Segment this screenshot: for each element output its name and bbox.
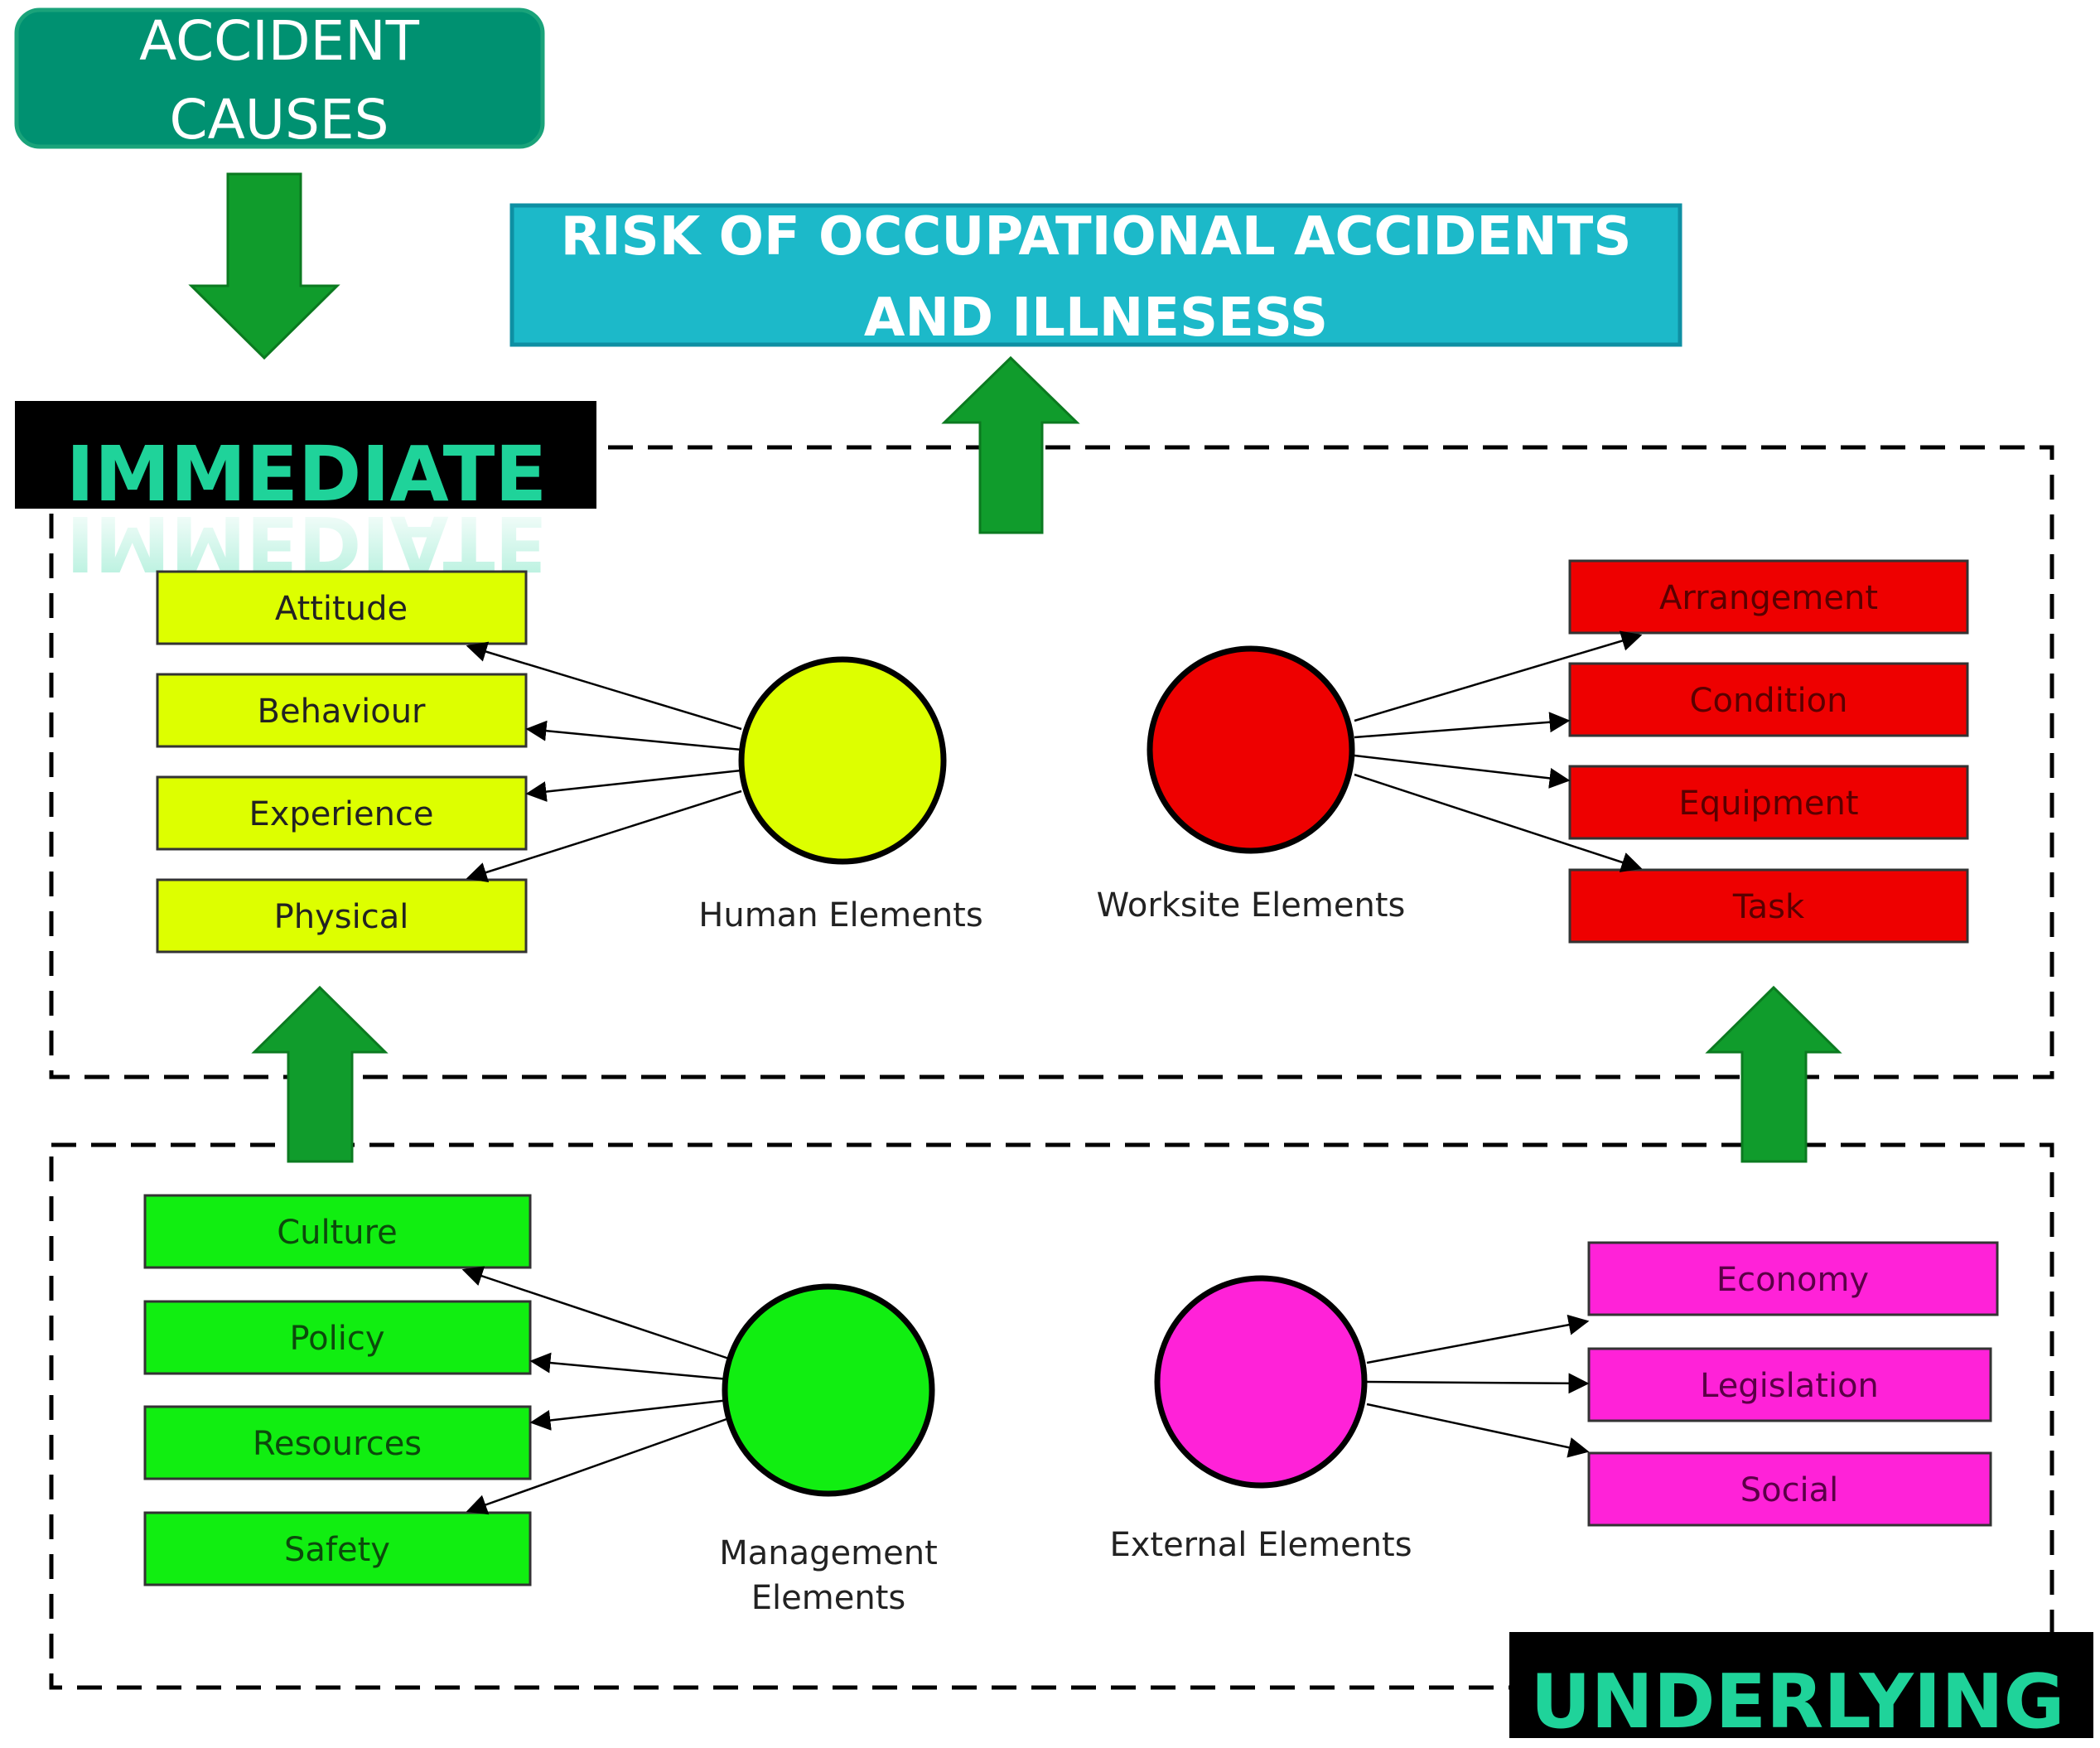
human-item-box-physical <box>156 878 528 954</box>
external-item-box-legislation <box>1587 1347 1992 1422</box>
human-caption: Human Elements <box>698 896 982 934</box>
management-item-box-safety <box>143 1511 532 1586</box>
worksite-elements-node <box>1147 645 1355 854</box>
human-item-label: Attitude <box>275 590 408 628</box>
immediate-region <box>49 445 2054 1079</box>
management-connector <box>529 1352 730 1381</box>
external-elements-node <box>1154 1275 1368 1489</box>
management-item-box-policy <box>143 1300 532 1375</box>
human-connector <box>466 789 742 883</box>
human-item-label: Physical <box>274 898 409 936</box>
immediate-label: IMMEDIATE IMMEDIATE <box>15 401 596 587</box>
worksite-item-label: Task <box>1732 888 1805 926</box>
worksite-connector <box>1354 773 1643 872</box>
underlying-text: UNDERLYING <box>1530 1659 2064 1746</box>
human-item-label: Behaviour <box>258 693 427 731</box>
management-item-box-culture <box>143 1194 532 1269</box>
worksite-connector <box>1354 754 1571 789</box>
human-connector <box>525 720 742 751</box>
management-item-label: Culture <box>277 1214 398 1252</box>
worksite-item-box-condition <box>1568 662 1969 737</box>
external-connector <box>1366 1403 1590 1458</box>
up-arrow-left <box>251 985 389 1163</box>
external-item-label: Legislation <box>1700 1367 1879 1405</box>
management-elements-group: Culture Policy Resources Safety Manageme… <box>143 1194 938 1617</box>
external-connector <box>1366 1373 1590 1394</box>
worksite-item-box-arrangement <box>1568 559 1969 635</box>
down-arrow <box>188 172 340 360</box>
human-item-box-attitude <box>156 570 528 645</box>
human-elements-node <box>738 656 947 865</box>
immediate-text: IMMEDIATE <box>66 430 547 519</box>
worksite-item-box-equipment <box>1568 765 1969 840</box>
external-item-box-social <box>1587 1451 1992 1527</box>
human-connector <box>525 769 742 802</box>
header-line-2: CAUSES <box>169 88 389 152</box>
management-elements-node <box>722 1283 935 1497</box>
worksite-connector <box>1354 712 1571 739</box>
management-connector <box>529 1398 730 1431</box>
management-connector <box>461 1266 730 1360</box>
management-item-label: Policy <box>289 1320 384 1358</box>
up-arrow-right <box>1705 985 1842 1163</box>
underlying-region <box>49 1142 2054 1690</box>
management-connector <box>466 1417 730 1515</box>
management-item-box-resources <box>143 1405 532 1480</box>
underlying-label: UNDERLYING <box>1509 1632 2093 1746</box>
risk-box: RISK OF OCCUPATIONAL ACCIDENTS AND ILLNE… <box>509 203 1682 349</box>
human-item-label: Experience <box>249 795 433 833</box>
header-line-1: ACCIDENT <box>139 9 420 73</box>
management-item-label: Safety <box>284 1531 390 1569</box>
human-item-box-behaviour <box>156 673 528 748</box>
worksite-item-label: Arrangement <box>1659 579 1878 617</box>
worksite-item-label: Equipment <box>1678 785 1858 823</box>
accident-causes-header: ACCIDENT CAUSES <box>14 7 545 152</box>
worksite-caption: Worksite Elements <box>1097 886 1406 925</box>
external-elements-group: Economy Legislation Social External Elem… <box>1109 1241 1999 1564</box>
human-connector <box>466 641 742 731</box>
management-caption-line-2: Elements <box>751 1579 905 1617</box>
worksite-connector <box>1354 630 1643 722</box>
management-caption-line-1: Management <box>719 1534 938 1572</box>
external-connector <box>1366 1314 1590 1364</box>
external-item-box-economy <box>1587 1241 1999 1316</box>
worksite-elements-group: Arrangement Condition Equipment Task Wor… <box>1097 559 1969 944</box>
up-arrow-risk <box>941 355 1080 534</box>
human-elements-group: Attitude Behaviour Experience Physical H… <box>156 570 983 954</box>
risk-line-2: AND ILLNESESS <box>864 287 1328 349</box>
worksite-item-label: Condition <box>1690 682 1848 720</box>
external-item-label: Social <box>1740 1471 1839 1509</box>
human-item-box-experience <box>156 775 528 851</box>
external-caption: External Elements <box>1109 1526 1412 1564</box>
worksite-item-box-task <box>1568 868 1969 944</box>
management-item-label: Resources <box>253 1425 422 1463</box>
external-item-label: Economy <box>1716 1261 1869 1299</box>
risk-line-1: RISK OF OCCUPATIONAL ACCIDENTS <box>561 206 1632 268</box>
